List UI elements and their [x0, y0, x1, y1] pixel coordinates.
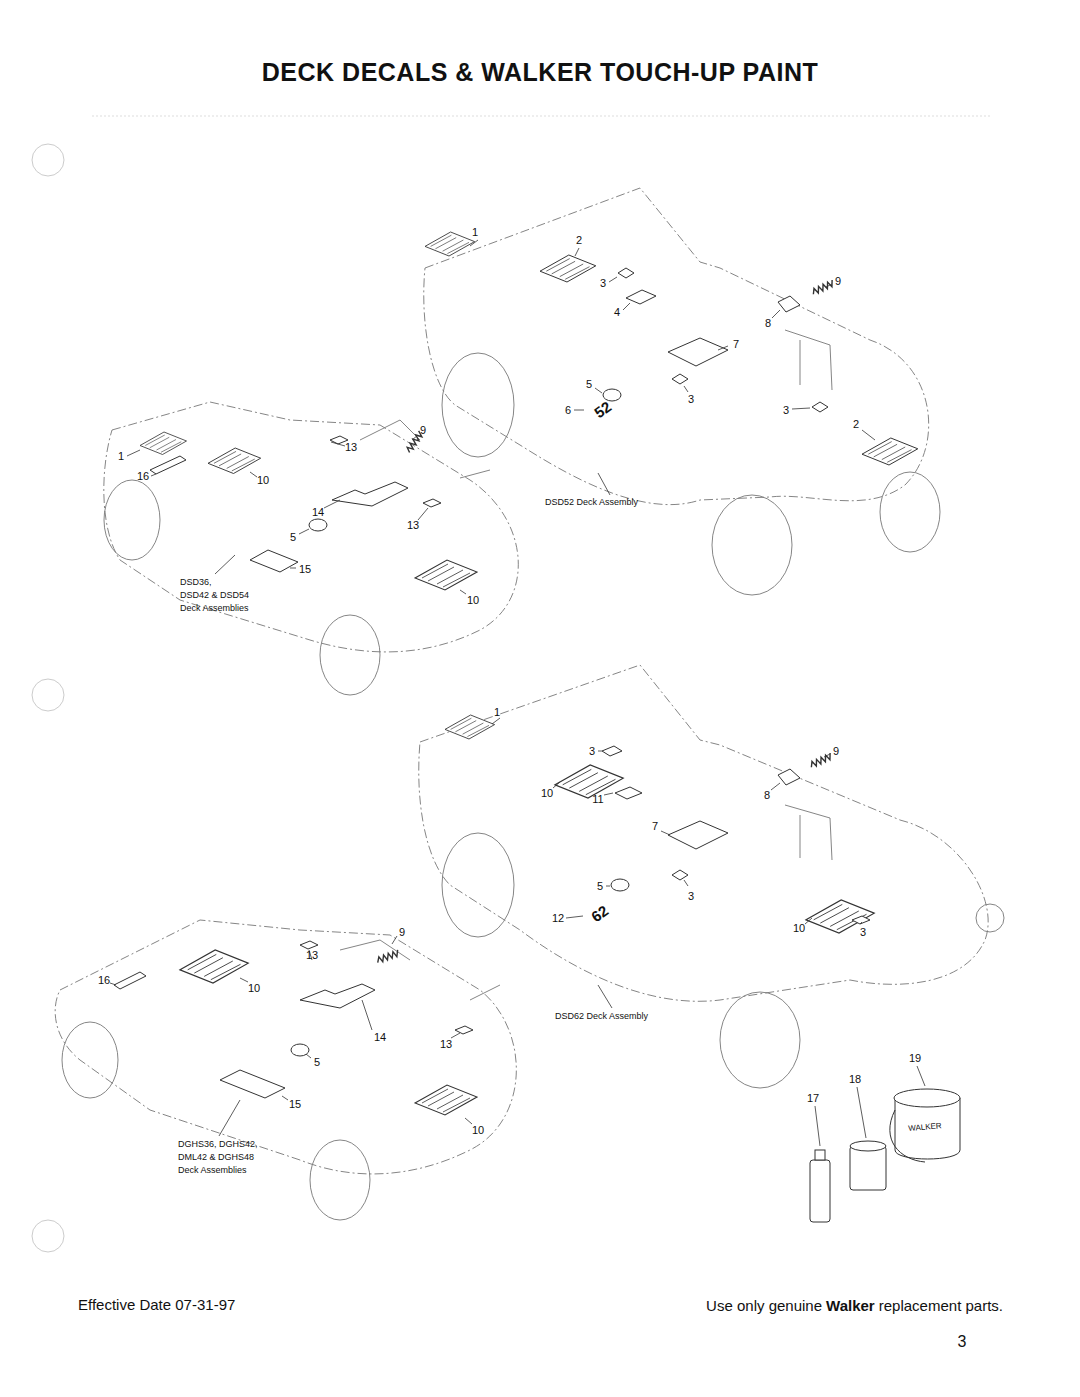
assembly-label: DSD62 Deck Assembly	[555, 1012, 648, 1022]
callout-number: 13	[345, 441, 357, 453]
callout-number: 12	[552, 912, 564, 924]
callout-number: 5	[586, 378, 592, 390]
callout-number: 9	[399, 926, 405, 938]
footer-note: Use only genuineWalkerreplacement parts.	[702, 1297, 1003, 1314]
callout-number: 9	[835, 275, 841, 287]
callout-number: 14	[312, 506, 324, 518]
callout-number: 7	[652, 820, 658, 832]
callout-number: 13	[440, 1038, 452, 1050]
callout-number: 14	[374, 1031, 386, 1043]
callout-number: 10	[248, 982, 260, 994]
callout-number: 6	[565, 404, 571, 416]
footer-text: Use only genuine	[706, 1297, 822, 1314]
footer-text: Walker	[826, 1297, 875, 1314]
assembly-label: DSD52 Deck Assembly	[545, 498, 638, 508]
callout-number: 17	[807, 1092, 819, 1104]
callout-number: 1	[118, 450, 124, 462]
callout-number: 19	[909, 1052, 921, 1064]
callout-number: 13	[306, 949, 318, 961]
callout-number: 1	[494, 706, 500, 718]
callout-number: 16	[98, 974, 110, 986]
assembly-label: DSD36,	[180, 578, 212, 588]
callout-number: 3	[783, 404, 789, 416]
callout-number: 3	[589, 745, 595, 757]
callout-number: 2	[853, 418, 859, 430]
callout-number: 15	[289, 1098, 301, 1110]
callout-number: 10	[467, 594, 479, 606]
callout-number: 10	[541, 787, 553, 799]
decal-text: 62	[588, 902, 611, 925]
page-title: DECK DECALS & WALKER TOUCH-UP PAINT	[0, 58, 1080, 87]
callout-number: 5	[290, 531, 296, 543]
callout-number: 18	[849, 1073, 861, 1085]
callout-number: 15	[299, 563, 311, 575]
callout-number: 1	[472, 226, 478, 238]
assembly-label: DML42 & DGHS48	[178, 1153, 254, 1163]
callout-number: 3	[688, 890, 694, 902]
page-number: 3	[958, 1333, 967, 1351]
decal-text: 52	[591, 398, 614, 421]
assembly-label: DGHS36, DGHS42,	[178, 1140, 258, 1150]
callout-number: 10	[472, 1124, 484, 1136]
callout-number: 3	[688, 393, 694, 405]
callout-number: 2	[576, 234, 582, 246]
assembly-label: Effective Date 07-31-97	[78, 1297, 235, 1314]
callout-number: 16	[137, 470, 149, 482]
assembly-label: DSD42 & DSD54	[180, 591, 249, 601]
callout-number: 13	[407, 519, 419, 531]
callout-number: 5	[314, 1056, 320, 1068]
callout-number: 9	[833, 745, 839, 757]
callout-number: 10	[257, 474, 269, 486]
callout-number: 10	[793, 922, 805, 934]
callout-number: 5	[597, 880, 603, 892]
callout-number: 8	[765, 317, 771, 329]
callout-number: 9	[420, 424, 426, 436]
callout-number: 11	[592, 793, 603, 805]
footer-text: replacement parts.	[879, 1297, 1003, 1314]
callout-number: 7	[733, 338, 739, 350]
callout-number: 8	[764, 789, 770, 801]
callout-number: 4	[614, 306, 620, 318]
assembly-label: Deck Assemblies	[180, 604, 249, 614]
assembly-label: Deck Assemblies	[178, 1166, 247, 1176]
callout-number: 3	[600, 277, 606, 289]
callout-number: 3	[860, 926, 866, 938]
